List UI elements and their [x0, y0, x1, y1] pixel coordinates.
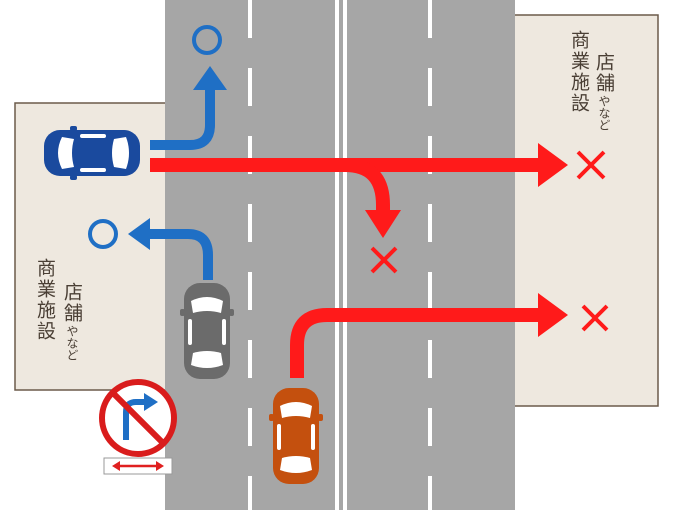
car-orange: [269, 388, 323, 484]
car-blue: [44, 126, 140, 180]
ng-cross-middle: [370, 246, 398, 274]
no-right-turn-sign: [99, 379, 177, 457]
right-shop-small: やなど: [597, 95, 611, 131]
red-arrow-turn-down: [344, 158, 390, 210]
forbidden-arrowheads: [365, 143, 568, 337]
right-shop-label: 商業施設 店舗 やなど: [568, 30, 615, 131]
forbidden-arrows: [150, 158, 540, 378]
sign-plate: [103, 457, 173, 475]
blue-arrow-left-turn-left: [148, 229, 213, 280]
sign-slash: [111, 391, 165, 445]
red-arrow-orange-turn: [290, 308, 540, 378]
blue-arrow-left-turn-up: [150, 88, 215, 150]
ng-cross-bottom: [581, 304, 609, 332]
left-shop-line1: 商業施設: [34, 258, 56, 342]
right-shop-lot: [512, 14, 659, 407]
ng-cross-top: [576, 150, 606, 180]
center-line-gap: [339, 0, 343, 510]
left-shop-label: 商業施設 店舗 やなど: [34, 258, 83, 361]
right-shop-line2: 店舗: [593, 52, 615, 94]
allowed-arrows: [148, 88, 215, 280]
left-shop-line2: 店舗: [61, 282, 83, 324]
lane-dashes: [248, 0, 432, 510]
allowed-arrowheads: [128, 66, 227, 250]
ok-circle-left: [88, 219, 118, 249]
right-shop-line1: 商業施設: [568, 30, 590, 114]
left-shop-small: やなど: [65, 325, 79, 361]
car-gray: [180, 283, 234, 379]
ok-circle-top: [192, 25, 222, 55]
ng-marks: [370, 150, 609, 332]
